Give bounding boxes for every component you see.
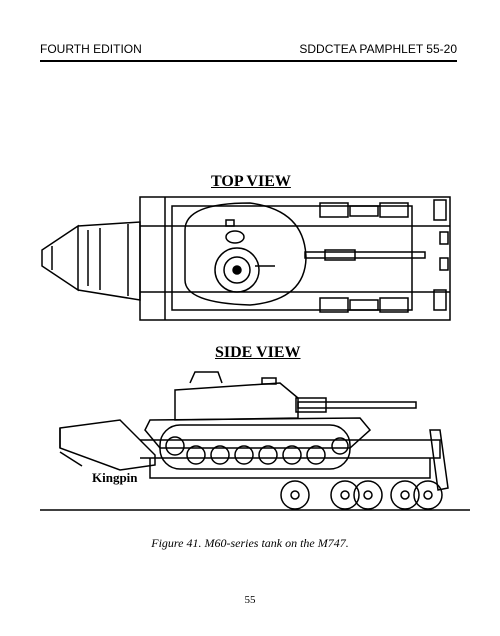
top-view-title: TOP VIEW bbox=[211, 173, 291, 190]
top-view-drawing bbox=[41, 196, 451, 321]
kingpin-label: Kingpin bbox=[92, 470, 138, 485]
side-view-drawing bbox=[40, 371, 470, 511]
side-view-title: SIDE VIEW bbox=[215, 344, 301, 361]
page-number: 55 bbox=[244, 594, 256, 606]
header-rule bbox=[40, 60, 457, 62]
header-pamphlet: SDDCTEA PAMPHLET 55-20 bbox=[299, 42, 457, 56]
header-edition: FOURTH EDITION bbox=[40, 42, 142, 56]
figure-caption: Figure 41. M60-series tank on the M747. bbox=[151, 536, 349, 550]
